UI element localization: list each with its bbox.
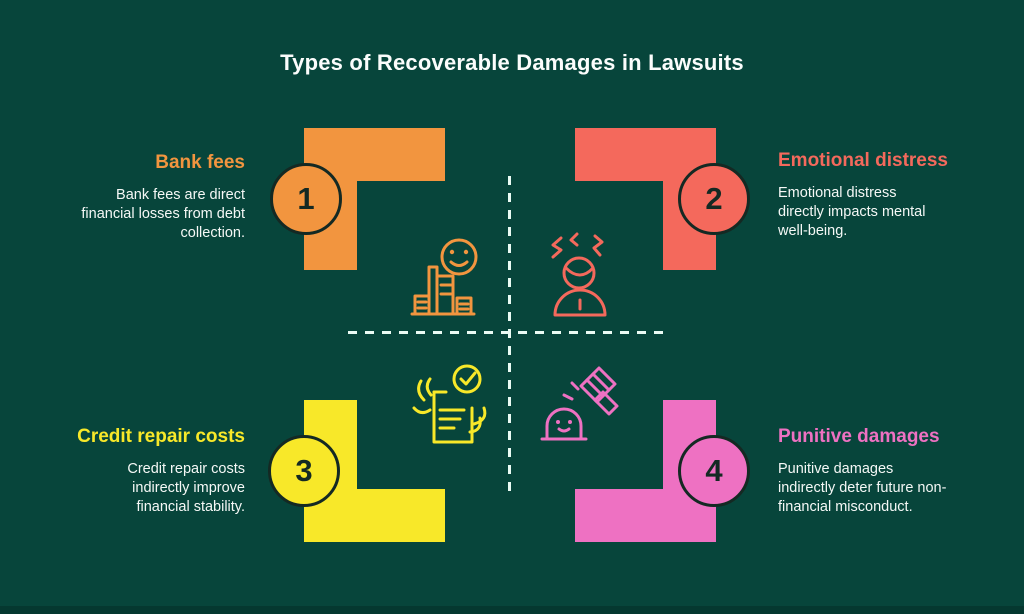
- document-check-hands-icon: [404, 362, 492, 456]
- item-description: Bank fees are direct financial losses fr…: [81, 186, 245, 242]
- item-title: Bank fees: [155, 152, 245, 173]
- bottom-edge-shade: [0, 606, 1024, 614]
- page-title: Types of Recoverable Damages in Lawsuits: [280, 50, 744, 75]
- number-label: 4: [705, 453, 723, 488]
- number-badge-3: 3: [268, 435, 340, 507]
- number-label: 1: [297, 181, 315, 216]
- item-description: Emotional distress directly impacts ment…: [778, 184, 926, 240]
- text-block-emotional-distress: Emotional distress Emotional distress di…: [778, 150, 998, 241]
- text-block-credit-repair: Credit repair costs Credit repair costs …: [40, 426, 245, 517]
- gavel-strike-icon: [535, 362, 625, 452]
- receipt-money-smiley-icon: [408, 232, 488, 320]
- stressed-person-icon: [540, 230, 620, 322]
- number-badge-1: 1: [270, 163, 342, 235]
- item-title: Credit repair costs: [77, 426, 245, 447]
- item-description: Punitive damages indirectly deter future…: [778, 460, 947, 516]
- text-block-punitive-damages: Punitive damages Punitive damages indire…: [778, 426, 1008, 517]
- item-title: Punitive damages: [778, 426, 940, 447]
- item-description: Credit repair costs indirectly improve f…: [127, 460, 245, 516]
- number-label: 3: [295, 453, 313, 488]
- item-title: Emotional distress: [778, 150, 948, 171]
- number-badge-2: 2: [678, 163, 750, 235]
- number-badge-4: 4: [678, 435, 750, 507]
- text-block-bank-fees: Bank fees Bank fees are direct financial…: [40, 152, 245, 243]
- divider-vertical-dashed-line: [508, 176, 511, 496]
- number-label: 2: [705, 181, 723, 216]
